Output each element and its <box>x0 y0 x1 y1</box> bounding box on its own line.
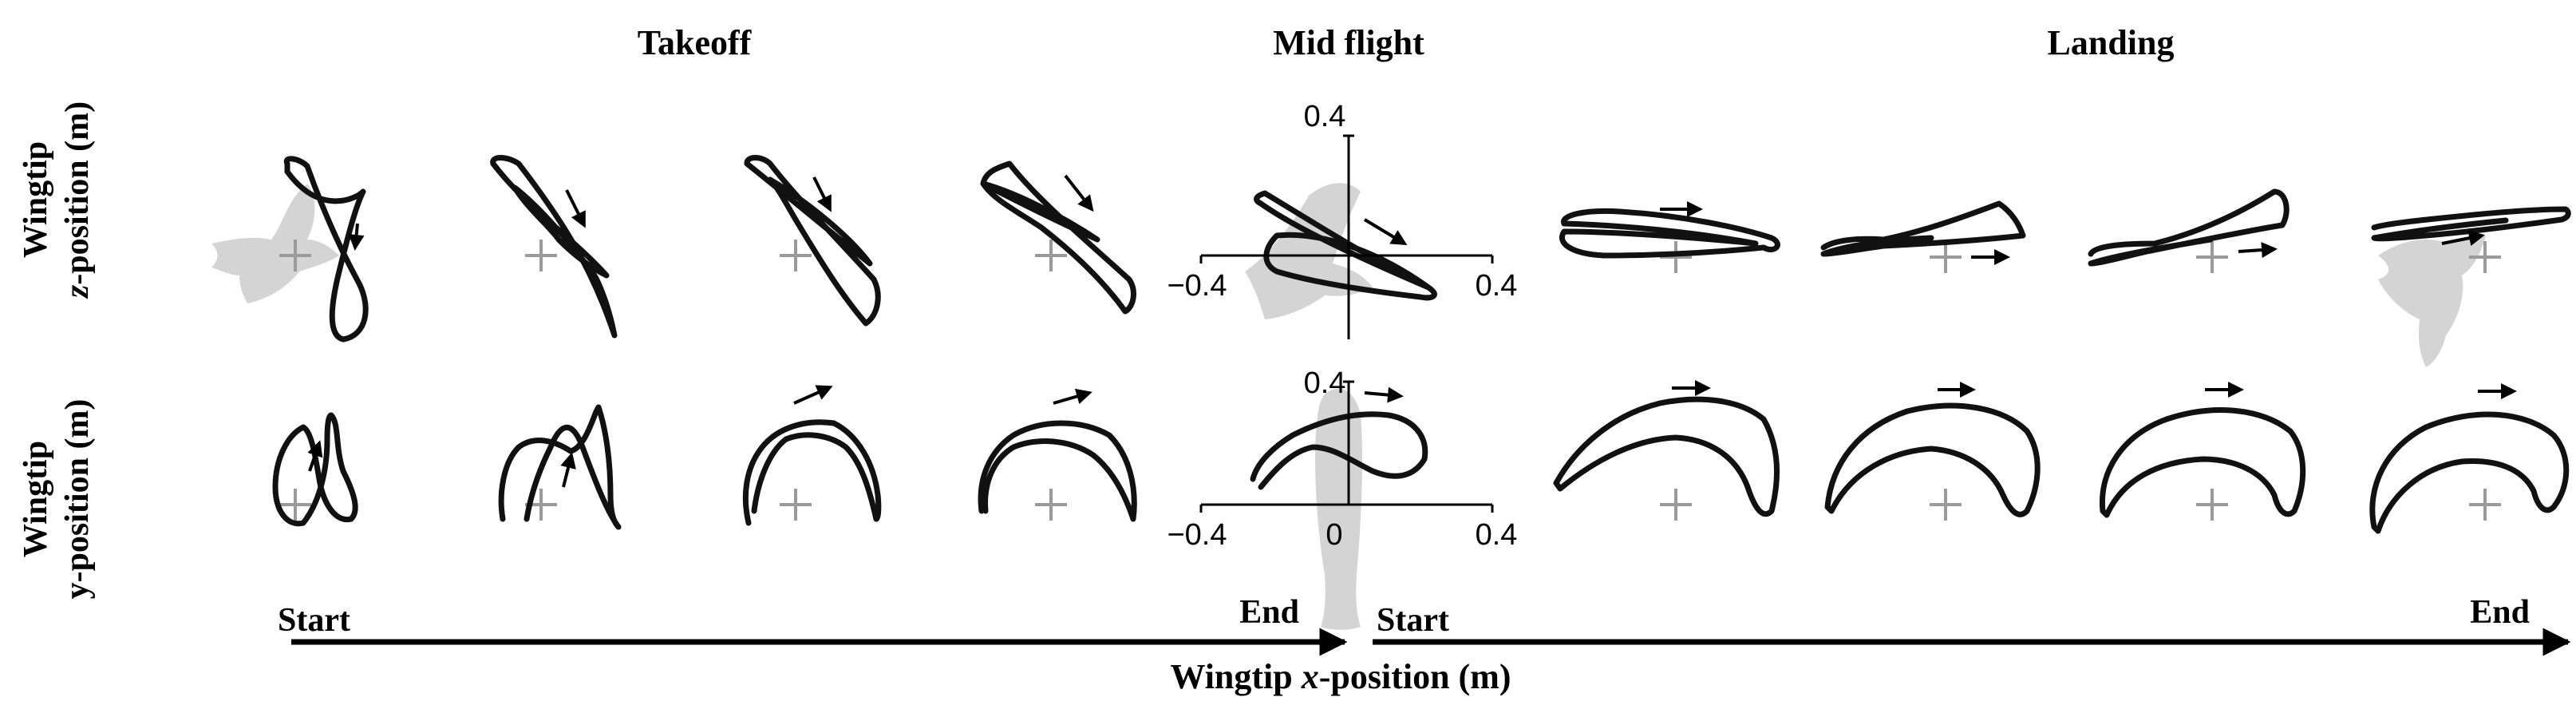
row-label-z-rest: -position (m) <box>59 101 96 285</box>
phase-title-takeoff: Takeoff <box>638 23 753 62</box>
pigeon-silhouette-icon <box>211 184 339 303</box>
mid-z-xtick-max: 0.4 <box>1476 269 1518 303</box>
mid-y-xtick-zero: 0 <box>1326 518 1342 552</box>
x-axis-label-var: x <box>1301 657 1319 696</box>
cross-marker-icon <box>780 240 812 271</box>
row-label-y-line1: Wingtip <box>18 441 54 557</box>
direction-arrow-icon <box>1053 388 1092 405</box>
trajectory-y-takeoff-4 <box>978 420 1137 522</box>
row-label-y-line2: y-position (m) <box>59 399 96 600</box>
trajectory-y-landing-1 <box>1553 396 1780 517</box>
direction-arrow-icon <box>812 176 832 212</box>
trajectory-z-takeoff-1 <box>283 156 369 343</box>
row-label-z-var: z <box>59 284 96 299</box>
cross-marker-icon <box>1660 489 1692 521</box>
trajectory-y-landing-2 <box>1824 402 2041 517</box>
direction-arrow-icon <box>1064 174 1094 212</box>
trajectory-z-takeoff-3 <box>744 155 881 327</box>
cross-marker-icon <box>2469 489 2501 521</box>
x-axis-label-prefix: Wingtip <box>1170 657 1301 696</box>
trajectory-z-landing-3 <box>2088 188 2290 267</box>
mid-y-ytick-max: 0.4 <box>1304 366 1346 400</box>
trajectory-y-mid <box>1250 411 1428 490</box>
cross-marker-icon <box>1035 240 1067 271</box>
row-label-z-line1: Wingtip <box>18 141 54 258</box>
cross-marker-icon <box>2196 241 2228 273</box>
x-axis-label-suffix: -position (m) <box>1319 657 1511 696</box>
trajectory-y-landing-3 <box>2099 407 2306 518</box>
direction-arrow-icon <box>348 223 365 251</box>
timeline-end-left: End <box>1239 594 1299 631</box>
timeline-start-right: Start <box>1377 602 1449 639</box>
phase-title-mid-flight: Mid flight <box>1273 23 1424 62</box>
direction-arrow-icon <box>1364 386 1404 403</box>
trajectory-y-takeoff-2 <box>498 404 622 530</box>
trajectory-z-takeoff-4 <box>980 160 1136 315</box>
direction-arrow-icon <box>307 440 323 472</box>
cross-marker-icon <box>1930 241 1962 273</box>
direction-arrow-icon <box>1363 218 1408 246</box>
row-label-y: Wingtip y-position (m) <box>18 399 96 600</box>
trajectory-z-landing-4 <box>2371 206 2571 242</box>
trajectory-z-takeoff-2 <box>490 155 618 339</box>
cross-marker-icon <box>279 240 311 271</box>
mid-flight-axes-y: 0.4 −0.4 0 0.4 <box>1167 366 1517 552</box>
timeline-end-right: End <box>2470 594 2530 631</box>
mid-y-xtick-max: 0.4 <box>1476 518 1518 552</box>
mid-y-xtick-min: −0.4 <box>1167 518 1227 552</box>
row-label-z: Wingtip z-position (m) <box>18 101 96 299</box>
direction-arrow-icon <box>2441 230 2485 246</box>
direction-arrow-icon <box>2238 242 2278 259</box>
cross-marker-icon <box>525 240 557 271</box>
phase-title-landing: Landing <box>2048 23 2175 62</box>
mid-flight-axes-z: 0.4 −0.4 0.4 <box>1167 100 1517 339</box>
trajectory-y-takeoff-1 <box>272 412 358 527</box>
direction-arrow-icon <box>560 452 576 488</box>
trajectory-z-landing-1 <box>1559 208 1780 259</box>
cross-marker-icon <box>1035 489 1067 521</box>
cross-marker-icon <box>780 489 812 521</box>
trajectory-z-mid <box>1254 190 1437 301</box>
cross-marker-icon <box>2469 241 2501 273</box>
timeline-start-left: Start <box>278 602 350 639</box>
trajectory-y-landing-4 <box>2369 411 2570 534</box>
cross-marker-icon <box>2196 489 2228 521</box>
direction-arrow-icon <box>565 189 586 228</box>
x-axis-label: Wingtip x-position (m) <box>1170 657 1511 696</box>
direction-arrow-icon <box>793 385 833 405</box>
trajectory-y-takeoff-3 <box>742 419 882 526</box>
cross-marker-icon <box>1930 489 1962 521</box>
cross-marker-icon <box>279 489 311 521</box>
trajectory-z-landing-2 <box>1820 200 2026 257</box>
pigeon-silhouette-icon <box>2378 236 2486 367</box>
row-label-z-line2: z-position (m) <box>59 101 96 299</box>
mid-z-xtick-min: −0.4 <box>1167 269 1227 303</box>
mid-z-ytick-max: 0.4 <box>1304 100 1346 133</box>
